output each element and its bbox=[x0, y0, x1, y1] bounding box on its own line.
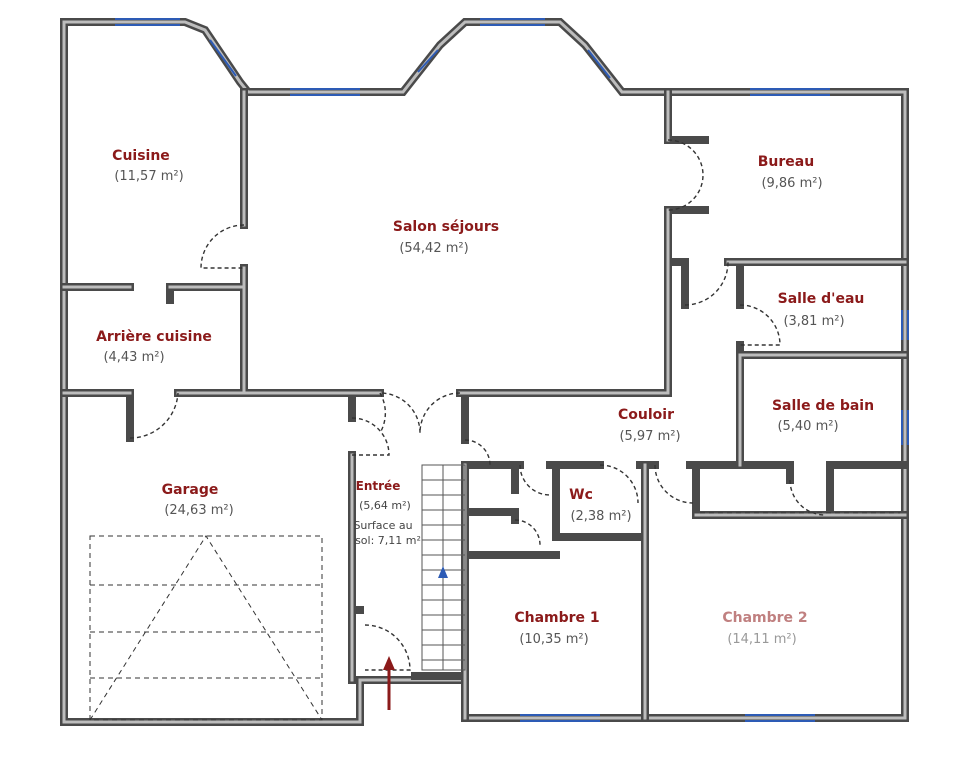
room-name-cuisine: Cuisine bbox=[112, 148, 170, 164]
room-name-wc: Wc bbox=[569, 487, 593, 503]
room-area-salon: (54,42 m²) bbox=[399, 241, 468, 256]
room-name-salon: Salon séjours bbox=[393, 219, 499, 235]
room-name-bureau: Bureau bbox=[758, 154, 814, 170]
room-area-chambre2: (14,11 m²) bbox=[727, 632, 796, 647]
room-note-entree-2: sol: 7,11 m² bbox=[355, 534, 421, 547]
room-area-bureau: (9,86 m²) bbox=[761, 176, 822, 191]
room-area-couloir: (5,97 m²) bbox=[619, 429, 680, 444]
stair-direction-icon bbox=[438, 566, 448, 578]
exterior-walls bbox=[60, 18, 909, 726]
room-name-salle-eau: Salle d'eau bbox=[778, 291, 865, 307]
room-name-salle-bain: Salle de bain bbox=[772, 398, 874, 414]
room-area-arriere-cuisine: (4,43 m²) bbox=[103, 350, 164, 365]
room-note-entree-1: Surface au bbox=[353, 519, 412, 532]
interior-wall-cores bbox=[62, 90, 907, 720]
room-area-salle-bain: (5,40 m²) bbox=[777, 419, 838, 434]
room-area-garage: (24,63 m²) bbox=[164, 503, 233, 518]
room-area-entree: (5,64 m²) bbox=[359, 499, 411, 512]
room-name-couloir: Couloir bbox=[618, 407, 674, 423]
staircase bbox=[421, 464, 466, 671]
room-area-wc: (2,38 m²) bbox=[570, 509, 631, 524]
room-name-garage: Garage bbox=[162, 482, 219, 498]
room-labels: Cuisine (11,57 m²) Salon séjours (54,42 … bbox=[96, 148, 874, 647]
room-name-arriere-cuisine: Arrière cuisine bbox=[96, 329, 212, 345]
doors bbox=[129, 139, 826, 671]
room-name-chambre2: Chambre 2 bbox=[722, 610, 807, 626]
room-name-chambre1: Chambre 1 bbox=[514, 610, 599, 626]
room-area-cuisine: (11,57 m²) bbox=[114, 169, 183, 184]
room-area-chambre1: (10,35 m²) bbox=[519, 632, 588, 647]
room-name-entree: Entrée bbox=[356, 479, 401, 493]
room-area-salle-eau: (3,81 m²) bbox=[783, 314, 844, 329]
garage-door bbox=[89, 535, 323, 721]
entry-arrow-icon bbox=[383, 656, 395, 710]
windows bbox=[115, 18, 909, 722]
